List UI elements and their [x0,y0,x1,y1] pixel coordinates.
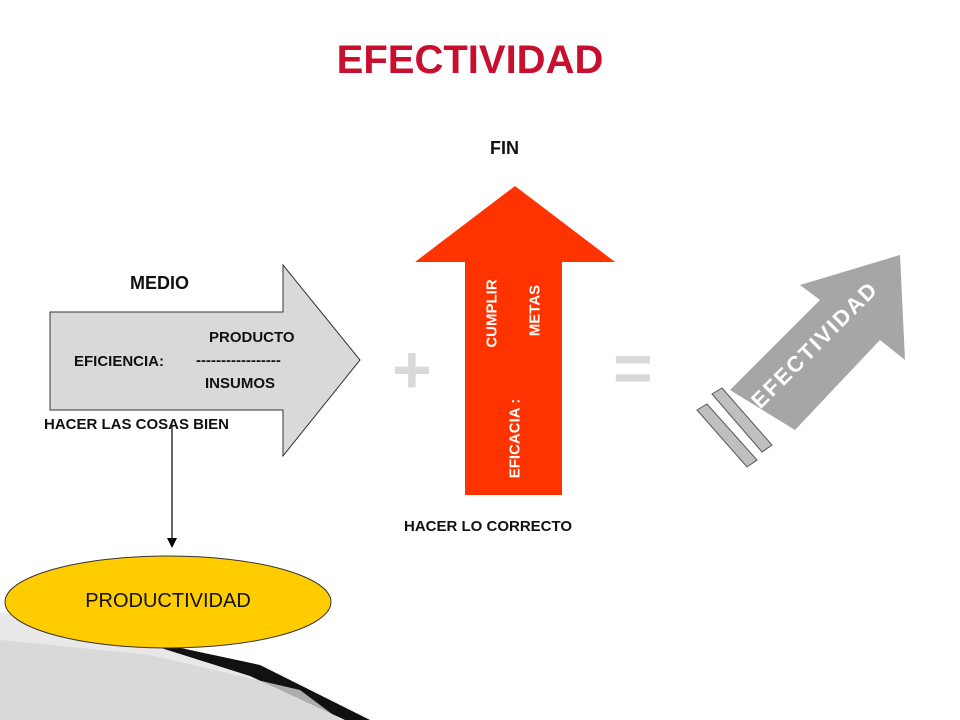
equals-sign: = [613,330,653,406]
result-arrow [730,255,905,430]
efficiency-arrow [49,263,361,458]
efficacy-caption: HACER LO CORRECTO [404,518,573,535]
metas-label: METAS [526,284,544,337]
cumplir-label: CUMPLIR [483,279,501,348]
efficiency-label: EFICIENCIA: [74,353,164,370]
efficiency-denominator: INSUMOS [205,375,276,392]
medio-label: MEDIO [130,273,190,293]
fin-label: FIN [490,138,519,158]
bottom-sweep-light [0,640,340,720]
efficiency-numerator: PRODUCTO [209,329,295,346]
efficacy-arrow [415,186,615,495]
connector-arrowhead [167,538,177,548]
efficiency-caption: HACER LAS COSAS BIEN [44,416,230,433]
productivity-label: PRODUCTIVIDAD [85,590,251,612]
productivity-ellipse [4,555,332,649]
eficacia-label: EFICACIA : [506,398,524,479]
efficiency-divider: ----------------- [196,352,281,369]
result-arrow-bar-2 [696,403,758,468]
page-title: EFECTIVIDAD [336,38,604,82]
plus-sign: + [392,332,432,408]
result-arrow-bar-1 [711,387,773,453]
result-arrow-group [696,255,905,468]
